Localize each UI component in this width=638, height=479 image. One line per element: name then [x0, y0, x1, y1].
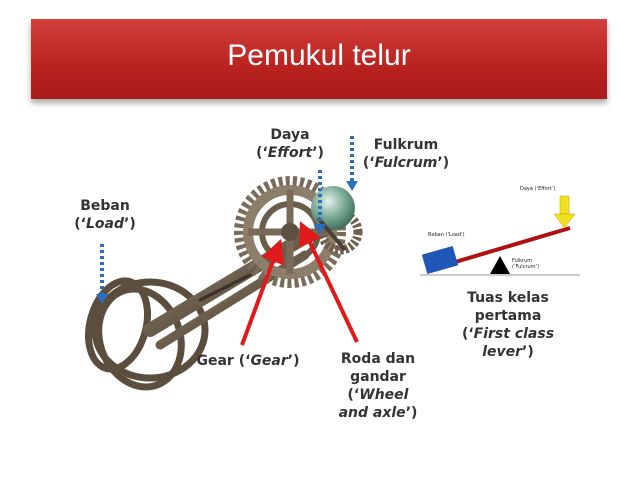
- fulcrum-arrow: [346, 136, 358, 191]
- gear-label: Gear (‘Gear’): [196, 353, 300, 369]
- slide-title: Pemukul telur: [227, 39, 411, 72]
- effort-arrow-head: [553, 213, 576, 229]
- whisk-loops: [85, 277, 209, 391]
- effort-arrow-shaft: [559, 195, 570, 215]
- wheel-axle-arrow: [299, 221, 359, 343]
- crank-knob: [311, 186, 355, 230]
- title-bar: Pemukul telur: [31, 19, 607, 99]
- load-arrow: [96, 244, 108, 304]
- daya-label: Daya (‘Effort’): [256, 127, 324, 161]
- lever-beam: [434, 226, 571, 270]
- roda-label: Roda dan gandar (‘Wheel and axle’): [338, 351, 418, 421]
- gear-arrow: [240, 238, 285, 346]
- lever-effort-label: Daya (‘Effort’): [520, 186, 556, 192]
- lever-load-label: Beban (‘Load’): [428, 232, 465, 238]
- beban-label: Beban (‘Load’): [74, 198, 136, 232]
- fulcrum-triangle: [490, 256, 510, 274]
- small-gear: [317, 209, 363, 255]
- lever-fulcrum-label: Fulkrum (‘Fulcrum’): [512, 258, 540, 270]
- tuas-label: Tuas kelas pertama (‘First class lever’): [461, 290, 555, 360]
- lever-diagram: [420, 195, 580, 276]
- load-box: [421, 245, 459, 275]
- fulkrum-label: Fulkrum (‘Fulcrum’): [362, 137, 450, 171]
